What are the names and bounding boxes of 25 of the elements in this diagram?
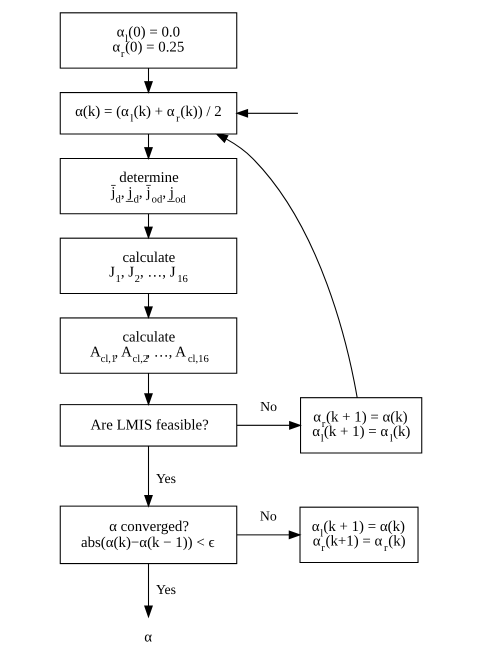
arrow <box>236 530 302 540</box>
node-box: α$_{l}$(0) = 0.0 α$_{r}$(0) = 0.25 <box>59 12 237 69</box>
arrow <box>214 133 358 398</box>
arrow <box>144 134 152 160</box>
node-box: calculate A$_{cl,1}$, A$_{cl,2}$, …, A$_{cl,16}$ <box>59 317 237 374</box>
arrow <box>144 446 152 508</box>
arrow <box>236 420 302 430</box>
edge-label: Yes <box>155 582 176 597</box>
node-box: α$_{l}$(k + 1) = α(k) α$_{r}$(k+1) = α$_{r}$(k) <box>298 506 418 564</box>
node-box: α converged? abs(α(k)−α(k − 1)) < ϵ <box>59 506 237 564</box>
node-box: calculate J$_{1}$, J$_{2}$, …, J$_{16}$ <box>59 238 237 294</box>
node-text: α <box>144 629 152 646</box>
arrow <box>144 68 152 94</box>
arrow <box>144 564 152 618</box>
node-box: determine j̄$_{d}$, j̲$_{d}$, j̄$_{od}$, j̲$_{od}$ <box>59 158 237 214</box>
arrow <box>144 294 152 320</box>
node-box: Are LMIS feasible? <box>59 404 237 447</box>
edge-label: Yes <box>155 471 176 486</box>
arrow <box>144 214 152 240</box>
edge-label: No <box>259 508 276 524</box>
edge-label: No <box>260 398 277 414</box>
node-box: α(k) = (α$_{l}$(k) + α$_{r}$(k)) / 2 <box>59 92 237 135</box>
node-box: α$_{r}$(k + 1) = α(k) α$_{l}$(k + 1) = α$_{l}$(k) <box>300 397 422 454</box>
arrow <box>234 108 298 118</box>
arrow <box>144 373 152 406</box>
